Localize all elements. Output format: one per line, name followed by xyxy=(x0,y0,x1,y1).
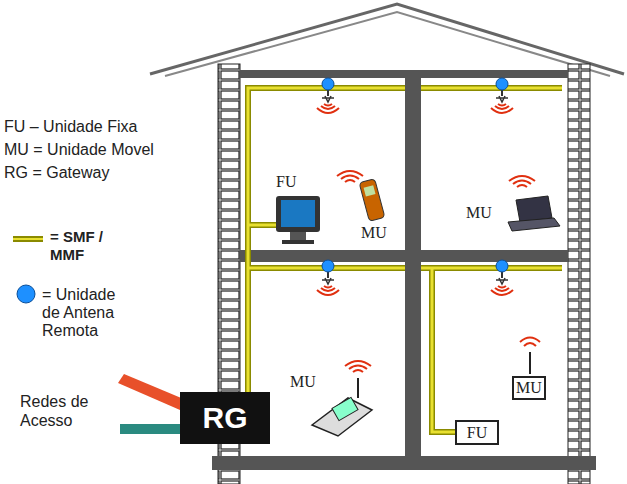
node-text: RG xyxy=(203,401,248,435)
device-label: MU xyxy=(290,373,316,391)
mobile-unit-box: MU xyxy=(512,376,546,400)
access-network-label: Redes de Acesso xyxy=(20,392,120,430)
legend-key: MU = Unidade Movel xyxy=(4,141,154,159)
device-label: MU xyxy=(466,204,492,222)
device-label: MU xyxy=(361,224,387,242)
device-label: FU xyxy=(276,173,296,191)
legend-text: = SMF / MMF xyxy=(50,228,120,264)
legend-key: FU – Unidade Fixa xyxy=(4,118,137,136)
legend-key: RG = Gateway xyxy=(4,164,109,182)
legend-text: = Unidade de Antena Remota xyxy=(42,286,137,340)
node-text: MU xyxy=(516,379,542,397)
gateway-box: RG xyxy=(180,392,270,444)
node-text: FU xyxy=(467,424,487,442)
fixed-unit-box: FU xyxy=(455,420,499,445)
